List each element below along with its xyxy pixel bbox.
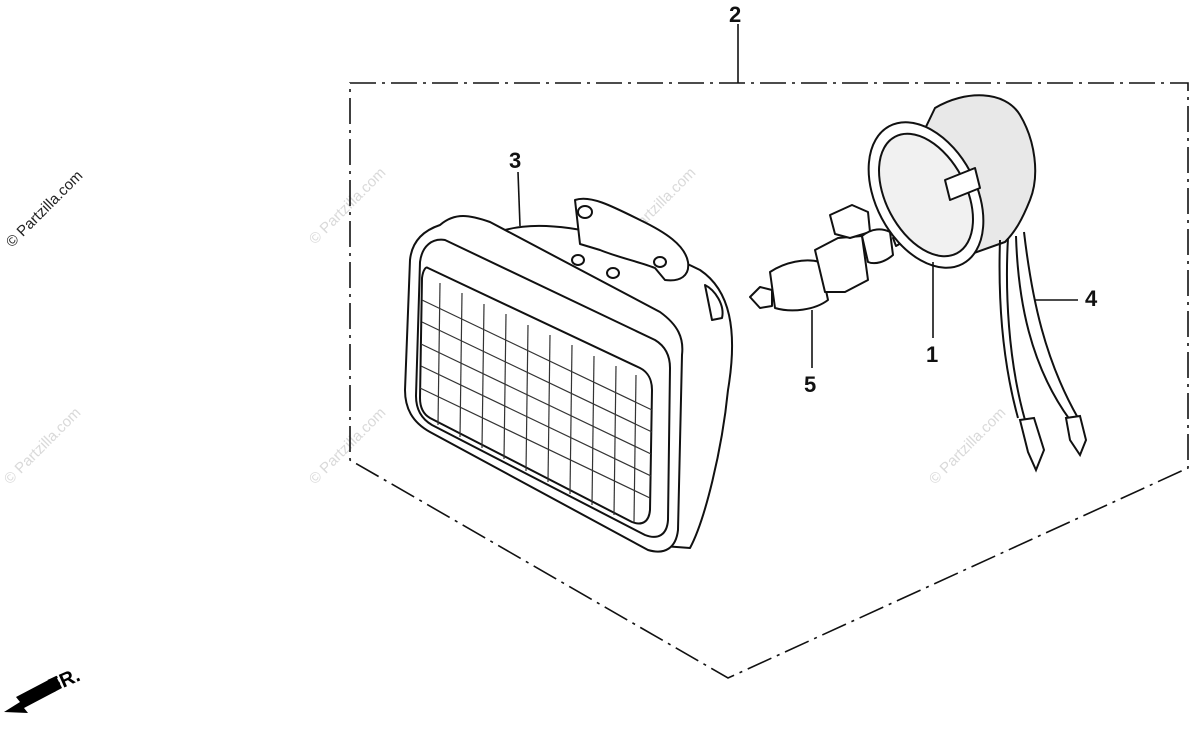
watermark-left: © Partzilla.com	[3, 167, 86, 250]
leader-line-3	[517, 171, 521, 227]
assembly-boundary	[349, 82, 1189, 679]
lens-grid	[419, 282, 653, 523]
callout-1: 1	[926, 342, 938, 367]
direction-label: FR.	[45, 664, 83, 697]
bulb	[749, 204, 935, 312]
arrow-icon	[4, 676, 62, 713]
callout-3: 3	[509, 148, 521, 173]
wire-harness	[998, 231, 1088, 473]
callout-4: 4	[1085, 286, 1098, 311]
callout-2: 2	[729, 2, 741, 27]
watermark: © Partzilla.com	[926, 404, 1009, 487]
front-direction-indicator: FR.	[4, 664, 83, 713]
leader-lines	[517, 171, 1078, 368]
watermark: © Partzilla.com	[1, 404, 84, 487]
headlight-lens-unit	[404, 197, 734, 553]
watermark: © Partzilla.com	[306, 164, 389, 247]
headlight-housing	[867, 94, 1037, 269]
callout-5: 5	[804, 372, 816, 397]
